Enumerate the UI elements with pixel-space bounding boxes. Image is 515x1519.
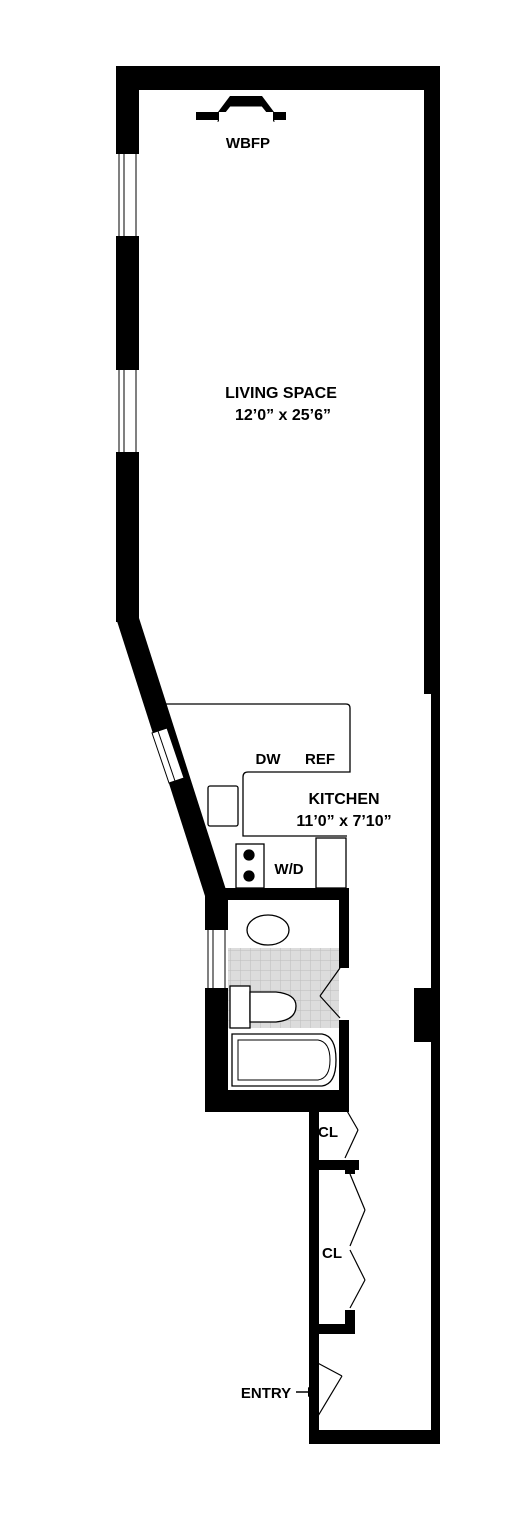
living-room-dimensions: 12’0” x 25’6” bbox=[235, 407, 331, 424]
window-bath bbox=[205, 930, 228, 988]
entry-arrow bbox=[296, 1387, 316, 1397]
kitchen-name: KITCHEN bbox=[308, 791, 379, 808]
kitchen-counter bbox=[166, 703, 351, 837]
living-room-name: LIVING SPACE bbox=[225, 385, 337, 402]
closet-label-2: CL bbox=[322, 1245, 342, 1262]
dishwasher-label: DW bbox=[256, 751, 282, 768]
washer-dryer-label: W/D bbox=[274, 861, 303, 878]
fireplace-label: WBFP bbox=[226, 135, 270, 152]
fireplace bbox=[196, 96, 286, 122]
window-left-1 bbox=[116, 154, 139, 236]
kitchen-dimensions: 11’0” x 7’10” bbox=[296, 813, 391, 830]
bathroom bbox=[228, 914, 341, 1087]
window-diagonal bbox=[151, 727, 185, 784]
closet-doors bbox=[342, 1103, 366, 1309]
refrigerator-label: REF bbox=[305, 751, 335, 768]
window-left-2 bbox=[116, 370, 139, 452]
top-openings bbox=[140, 90, 424, 114]
entry-label: ENTRY bbox=[241, 1385, 291, 1402]
closet-label-1: CL bbox=[318, 1124, 338, 1141]
washer-dryer bbox=[235, 837, 347, 889]
entry-door bbox=[311, 1359, 343, 1427]
